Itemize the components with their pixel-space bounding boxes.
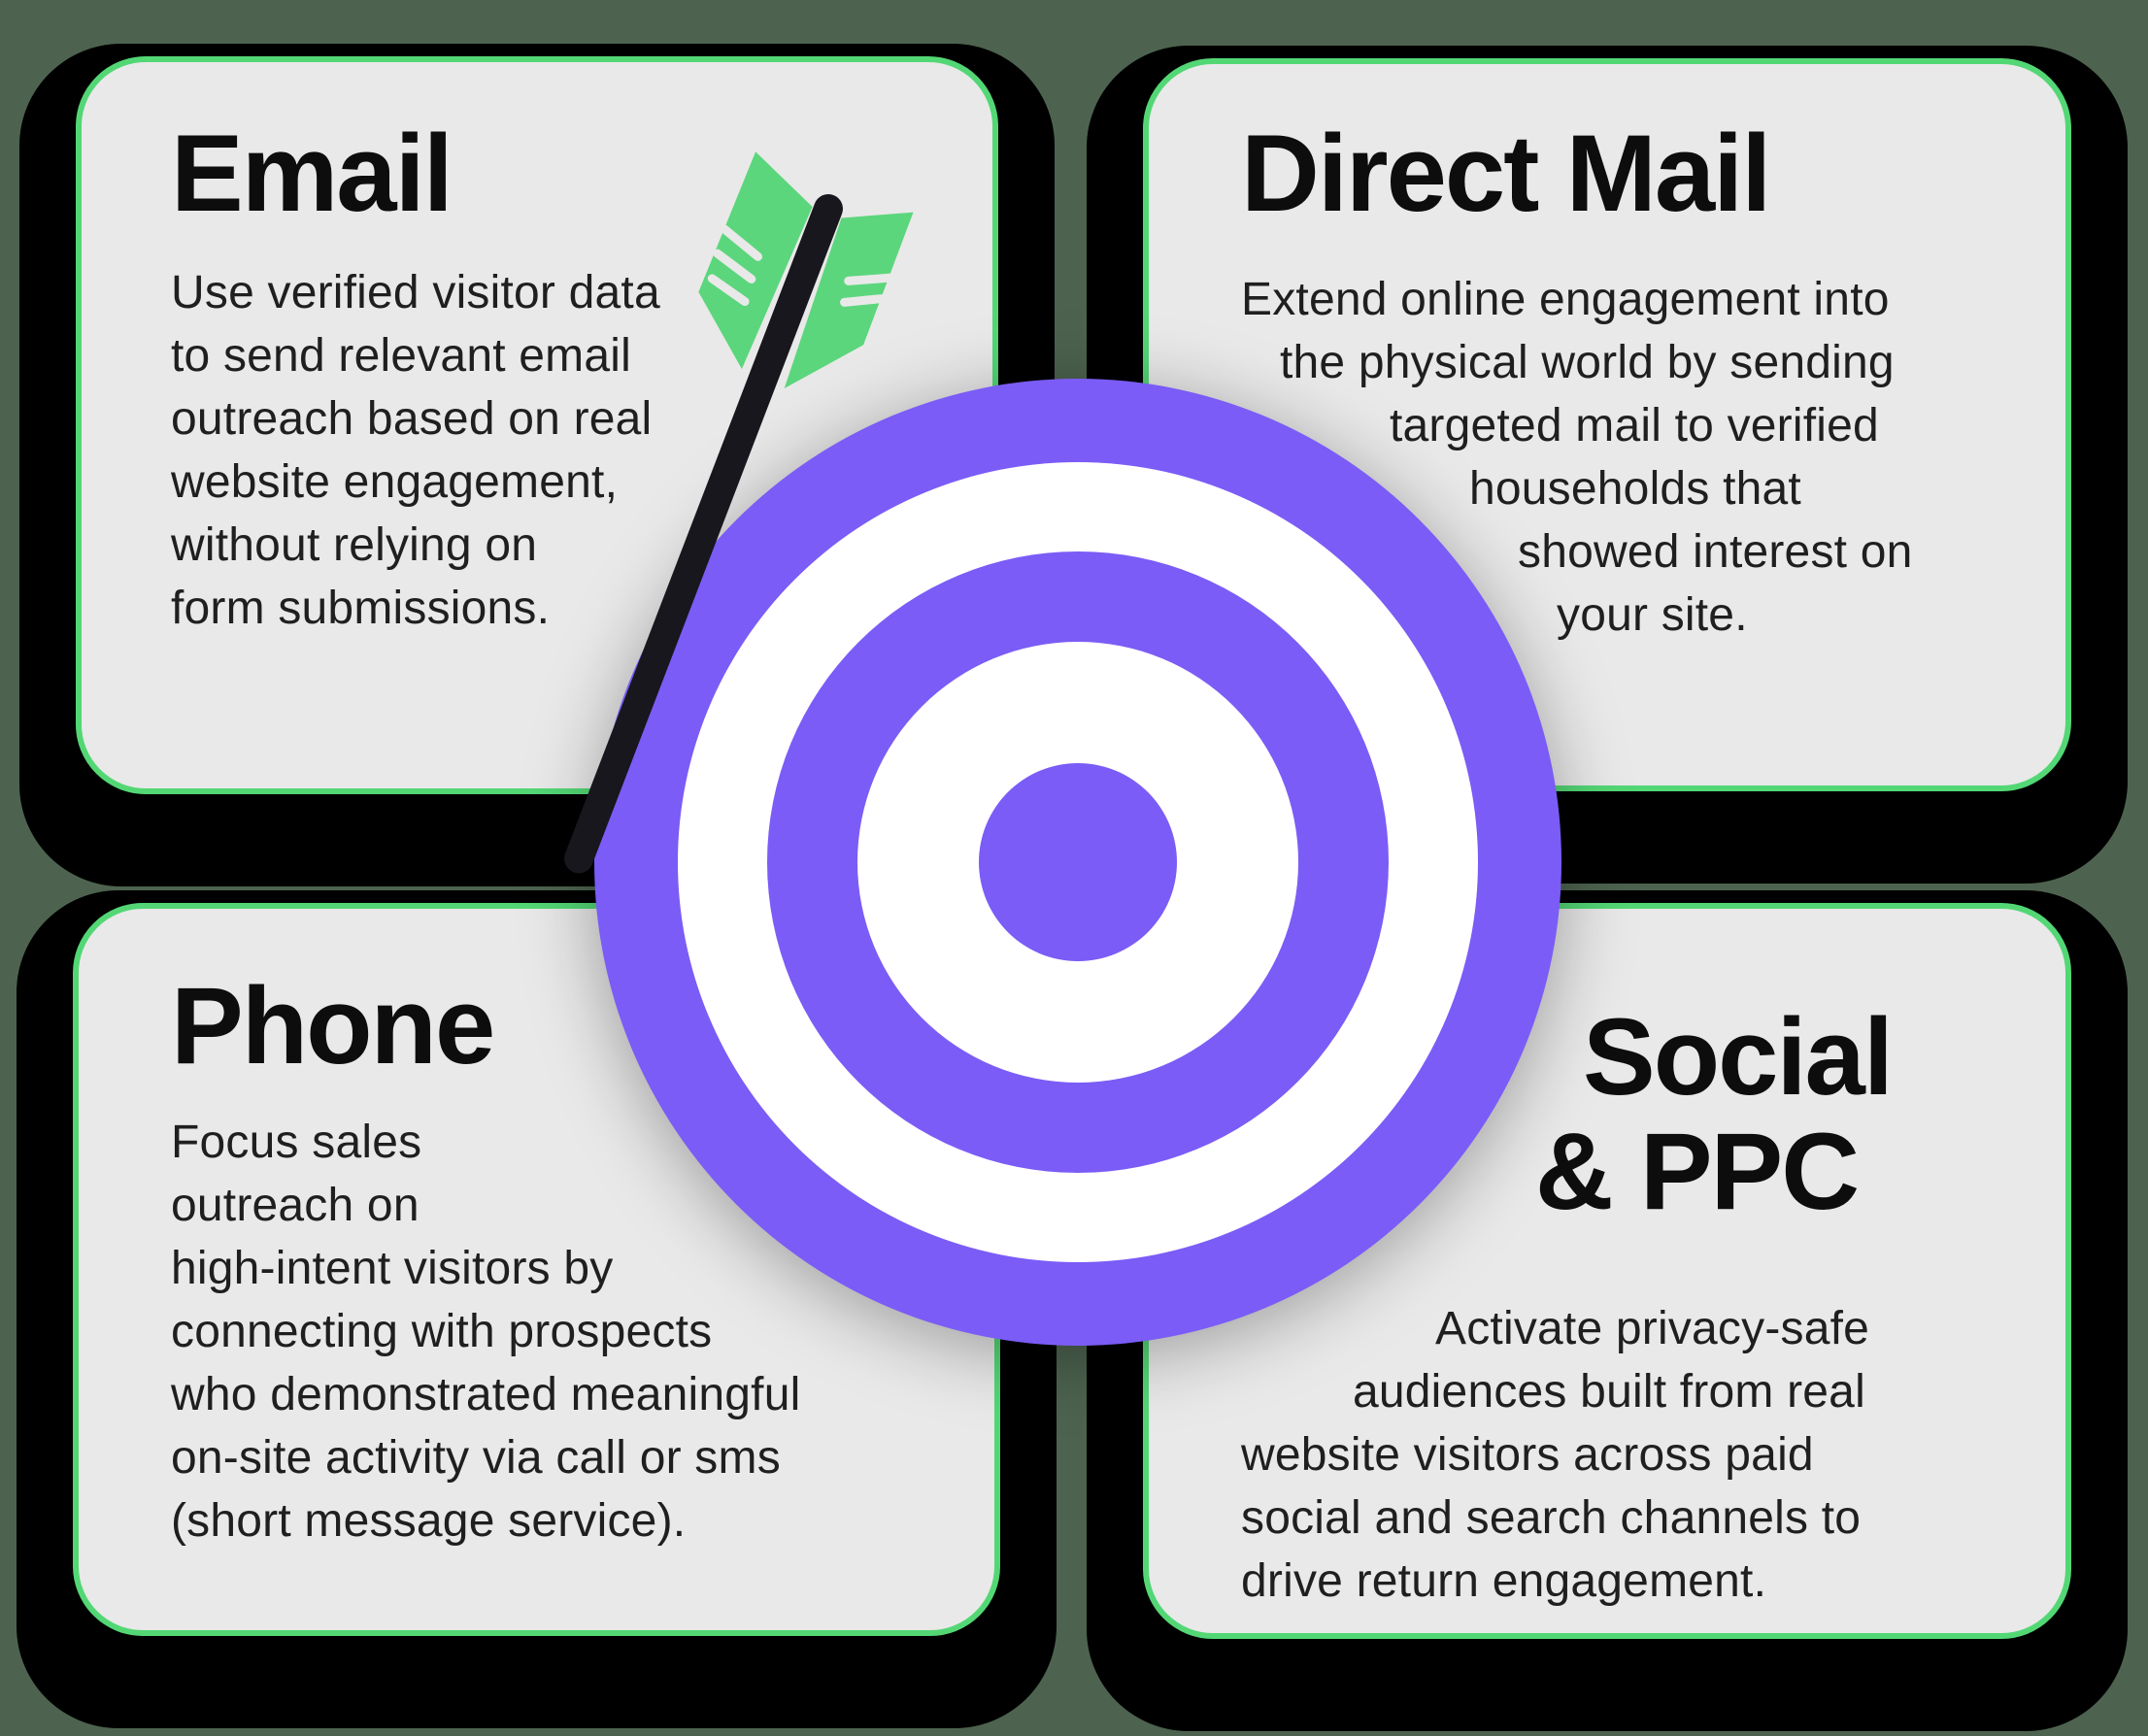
body-line: Extend online engagement into bbox=[1241, 274, 1890, 325]
body-line: Use verified visitor data bbox=[171, 267, 660, 318]
body-line: website visitors across paid bbox=[1241, 1429, 1814, 1481]
body-line: website engagement, bbox=[171, 456, 619, 508]
body-line: to send relevant email bbox=[171, 330, 631, 382]
card-email-face: Email Use verified visitor data to send … bbox=[76, 56, 998, 794]
body-line: Focus sales bbox=[171, 1117, 422, 1168]
card-social-ppc-title-line: & PPC bbox=[1534, 1111, 1860, 1232]
card-email-body: Use verified visitor data to send releva… bbox=[171, 261, 954, 640]
card-phone-face: Phone Focus sales outreach on high-inten… bbox=[73, 903, 1000, 1636]
body-line: the physical world by sending bbox=[1280, 337, 1895, 388]
card-social-ppc-face: Social & PPC Activate privacy-safe audie… bbox=[1143, 903, 2071, 1639]
card-social-ppc-title: Social & PPC bbox=[1241, 1000, 2007, 1229]
card-direct-mail-face: Direct Mail Extend online engagement int… bbox=[1143, 58, 2071, 791]
body-line: outreach on bbox=[171, 1180, 420, 1231]
card-social-ppc: Social & PPC Activate privacy-safe audie… bbox=[1087, 890, 2128, 1731]
body-line: social and search channels to bbox=[1241, 1492, 1862, 1544]
body-line: drive return engagement. bbox=[1241, 1555, 1767, 1607]
body-line: who demonstrated meaningful bbox=[171, 1369, 801, 1420]
body-line: without relying on bbox=[171, 519, 538, 571]
body-line: high-intent visitors by bbox=[171, 1243, 614, 1294]
card-direct-mail-body: Extend online engagement into the physic… bbox=[1241, 268, 2007, 647]
card-email-title-line: Email bbox=[171, 113, 453, 234]
body-line: showed interest on bbox=[1518, 526, 1913, 578]
body-line: audiences built from real bbox=[1353, 1366, 1865, 1418]
card-direct-mail-title: Direct Mail bbox=[1241, 117, 2007, 231]
card-social-ppc-body: Activate privacy-safe audiences built fr… bbox=[1241, 1297, 2007, 1613]
card-phone-body: Focus sales outreach on high-intent visi… bbox=[171, 1111, 956, 1552]
card-phone: Phone Focus sales outreach on high-inten… bbox=[17, 890, 1057, 1728]
body-line: targeted mail to verified bbox=[1390, 400, 1879, 451]
body-line: households that bbox=[1469, 463, 1801, 515]
card-direct-mail-title-line: Direct Mail bbox=[1241, 113, 1771, 234]
body-line: your site. bbox=[1557, 589, 1748, 641]
body-line: (short message service). bbox=[171, 1495, 687, 1547]
body-line: Activate privacy-safe bbox=[1435, 1303, 1870, 1354]
body-line: outreach based on real bbox=[171, 393, 653, 445]
card-email-title: Email bbox=[171, 117, 954, 231]
card-phone-title: Phone bbox=[171, 969, 956, 1084]
body-line: form submissions. bbox=[171, 583, 551, 634]
card-email: Email Use verified visitor data to send … bbox=[19, 44, 1055, 886]
body-line: connecting with prospects bbox=[171, 1306, 713, 1357]
card-direct-mail: Direct Mail Extend online engagement int… bbox=[1087, 46, 2128, 884]
card-phone-title-line: Phone bbox=[171, 965, 495, 1086]
card-social-ppc-title-line: Social bbox=[1583, 996, 1894, 1118]
body-line: on-site activity via call or sms bbox=[171, 1432, 781, 1484]
